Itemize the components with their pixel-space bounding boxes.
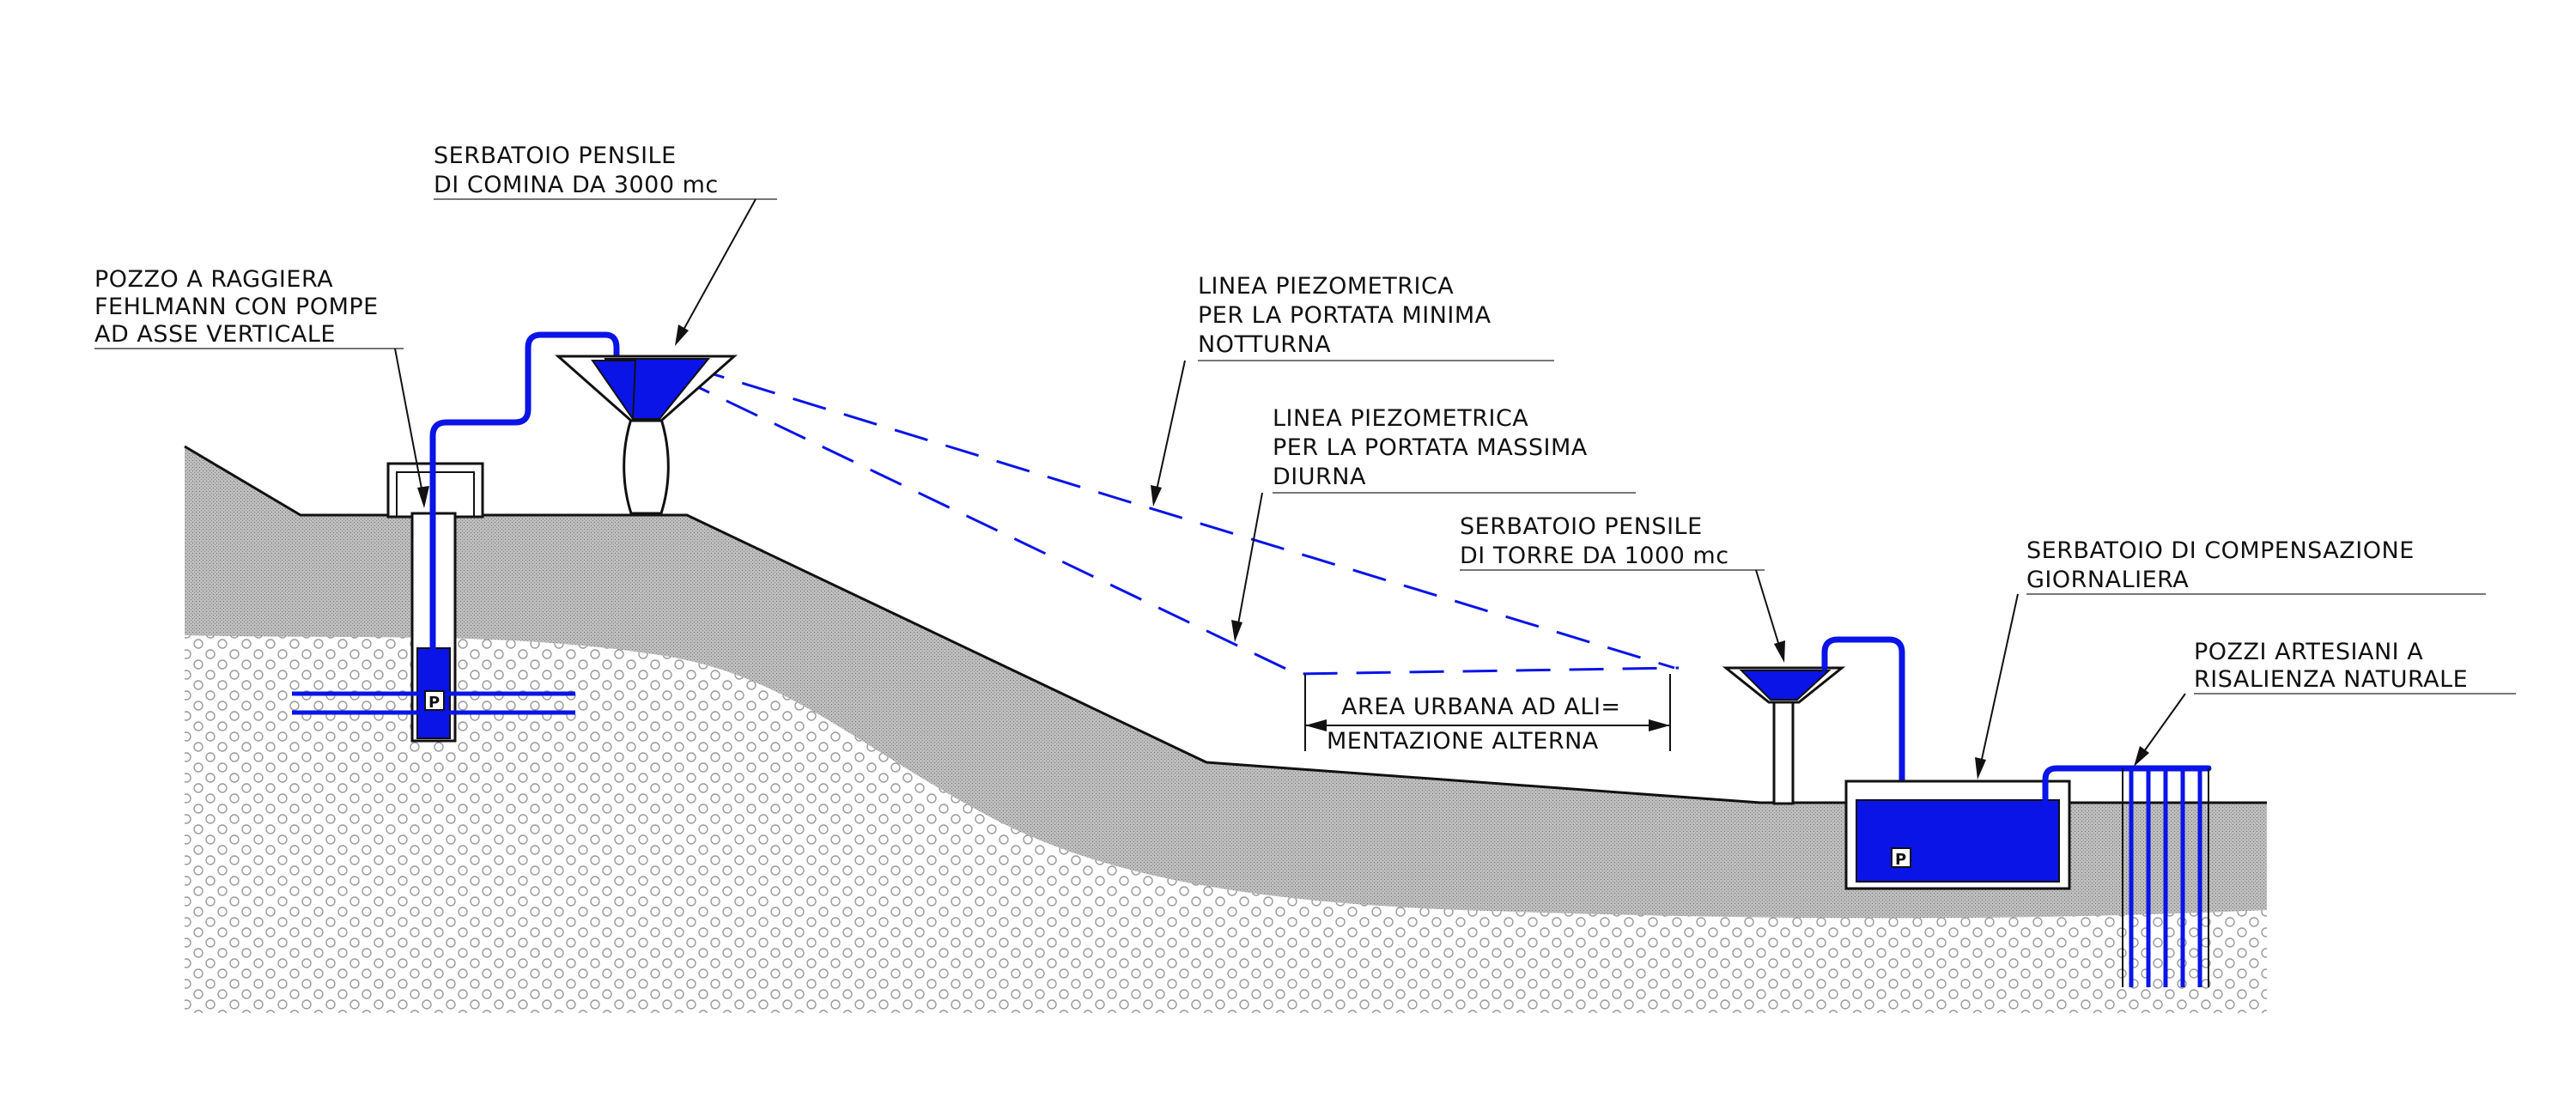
piezo-max-leader-line bbox=[1236, 492, 1263, 634]
reservoir-pump-label: P bbox=[1895, 851, 1907, 869]
label-serbatoio-compensazione: SERBATOIO DI COMPENSAZIONE GIORNALIERA bbox=[1975, 537, 2486, 780]
pozzo-label-line2: FEHLMANN CON POMPE bbox=[94, 294, 379, 320]
label-pozzo-raggiera: POZZO A RAGGIERA FEHLMANN CON POMPE AD A… bbox=[94, 266, 429, 508]
water-tower-torre bbox=[1722, 636, 1905, 853]
compensazione-leader-arrow bbox=[1975, 757, 1986, 780]
comina-label-line1: SERBATOIO PENSILE bbox=[434, 143, 677, 169]
piezo-min-label-line3: NOTTURNA bbox=[1198, 331, 1331, 358]
urban-area-label-line2: MENTAZIONE ALTERNA bbox=[1327, 728, 1599, 755]
piezo-min-label-line1: LINEA PIEZOMETRICA bbox=[1198, 273, 1454, 300]
radial-well: P bbox=[292, 331, 620, 743]
piezo-max-label-line1: LINEA PIEZOMETRICA bbox=[1273, 405, 1528, 432]
reservoir-pump-box bbox=[1891, 847, 1911, 868]
urban-area-arrow-right bbox=[1649, 719, 1670, 731]
compensation-reservoir: P bbox=[1844, 765, 2212, 890]
torre-label-line2: DI TORRE DA 1000 mc bbox=[1460, 543, 1729, 569]
urban-area-arrow-left bbox=[1305, 719, 1327, 731]
piezo-min-label-line2: PER LA PORTATA MINIMA bbox=[1198, 302, 1492, 329]
comina-label-line2: DI COMINA DA 3000 mc bbox=[434, 172, 719, 198]
piezometric-line-maximum bbox=[677, 376, 1680, 676]
comina-leader-arrow bbox=[675, 325, 689, 346]
artesiani-label-line2: RISALIENZA NATURALE bbox=[2194, 666, 2468, 693]
compensazione-label-line2: GIORNALIERA bbox=[2026, 567, 2189, 593]
ground-section bbox=[184, 445, 2267, 1013]
pozzo-label-line3: AD ASSE VERTICALE bbox=[94, 321, 336, 348]
piezo-max-leader-arrow bbox=[1231, 620, 1242, 642]
label-serbatoio-torre: SERBATOIO PENSILE DI TORRE DA 1000 mc bbox=[1460, 513, 1785, 663]
piezometric-line-minimum bbox=[690, 366, 1675, 670]
compensazione-label-line1: SERBATOIO DI COMPENSAZIONE bbox=[2026, 537, 2415, 564]
urban-area-dimension: AREA URBANA AD ALI= MENTAZIONE ALTERNA bbox=[1304, 674, 1671, 755]
label-serbatoio-comina: SERBATOIO PENSILE DI COMINA DA 3000 mc bbox=[434, 143, 777, 346]
comina-tower-stem bbox=[623, 417, 670, 515]
torre-tower-stem bbox=[1772, 699, 1795, 805]
pozzo-leader-arrow bbox=[417, 486, 429, 508]
artesian-wells bbox=[2122, 768, 2209, 987]
topsoil-layer bbox=[185, 446, 2267, 919]
reservoir-water bbox=[1856, 799, 2060, 883]
torre-leader-arrow bbox=[1774, 640, 1785, 663]
well-pump-box bbox=[424, 690, 445, 711]
comina-leader-line bbox=[677, 198, 756, 340]
pozzo-label-line1: POZZO A RAGGIERA bbox=[94, 266, 333, 293]
piezo-max-label-line3: DIURNA bbox=[1273, 464, 1366, 490]
torre-tank-water bbox=[1739, 670, 1832, 701]
pozzo-leader-line bbox=[394, 348, 425, 503]
label-piezo-massima: LINEA PIEZOMETRICA PER LA PORTATA MASSIM… bbox=[1231, 405, 1636, 642]
piezo-max-label-line2: PER LA PORTATA MASSIMA bbox=[1273, 434, 1588, 461]
label-piezo-minima: LINEA PIEZOMETRICA PER LA PORTATA MINIMA… bbox=[1151, 273, 1554, 507]
torre-leader-line bbox=[1755, 569, 1783, 655]
compensazione-leader-line bbox=[1978, 593, 2019, 772]
piezometric-lines bbox=[677, 366, 1680, 676]
piezo-min-leader-arrow bbox=[1151, 485, 1162, 507]
comina-tank-water-left bbox=[591, 360, 637, 422]
piezo-min-leader-line bbox=[1154, 360, 1186, 499]
urban-area-label-line1: AREA URBANA AD ALI= bbox=[1341, 694, 1621, 720]
well-to-tower-pipe bbox=[429, 331, 620, 652]
artesian-to-reservoir-pipe bbox=[2042, 765, 2212, 819]
ground-surface-line bbox=[184, 445, 2267, 804]
compensation-to-torre-pipe bbox=[1821, 636, 1905, 853]
torre-label-line1: SERBATOIO PENSILE bbox=[1460, 513, 1703, 540]
water-tower-comina bbox=[555, 355, 738, 515]
label-pozzi-artesiani: POZZI ARTESIANI A RISALIENZA NATURALE bbox=[2134, 639, 2516, 767]
artesiani-label-line1: POZZI ARTESIANI A bbox=[2194, 639, 2423, 665]
well-pump-label: P bbox=[428, 694, 440, 712]
artesiani-leader-line bbox=[2137, 693, 2186, 761]
artesiani-leader-arrow bbox=[2134, 746, 2149, 767]
